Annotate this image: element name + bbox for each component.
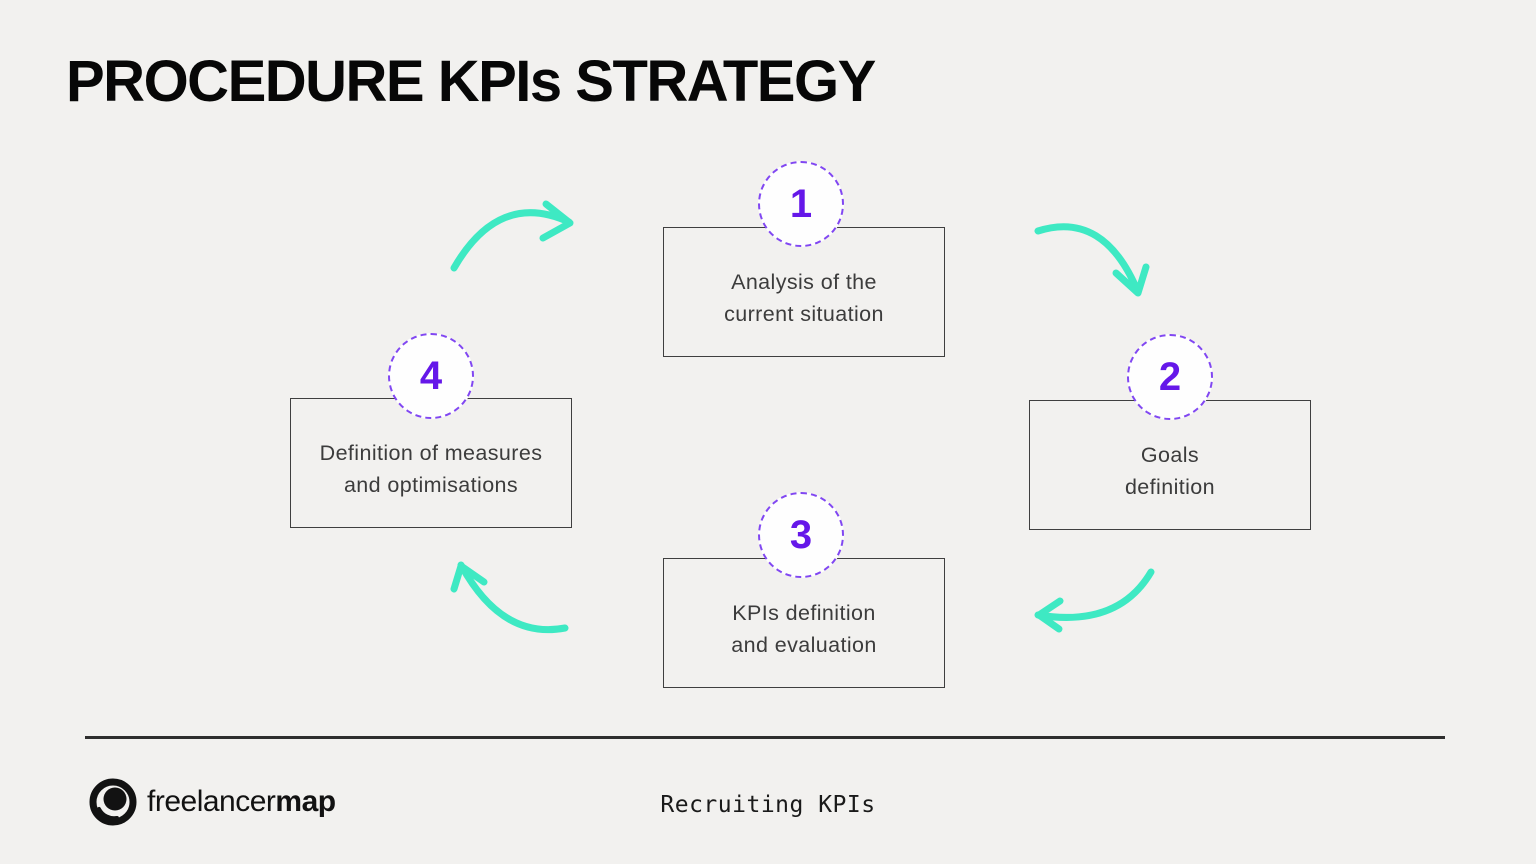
step-3-number-badge: 3 [758, 492, 844, 578]
step-1-number-badge: 1 [758, 161, 844, 247]
step-4-number: 4 [419, 353, 443, 398]
step-4-label: Definition of measures and optimisations [319, 441, 543, 497]
step-2-number-badge: 2 [1127, 334, 1213, 420]
freelancermap-logo-icon [89, 778, 137, 826]
curved-arrow-step1-to-step2-icon [1034, 223, 1150, 297]
step-1-number: 1 [789, 181, 813, 226]
footer-divider [85, 736, 1445, 739]
step-2-label: Goals definition [1124, 443, 1216, 499]
step-4-number-badge: 4 [388, 333, 474, 419]
step-2-number: 2 [1158, 354, 1182, 399]
curved-arrow-step3-to-step4-icon [450, 561, 569, 634]
curved-arrow-step4-to-step1-icon [450, 200, 574, 272]
freelancermap-logo-text: freelancermap [147, 785, 336, 819]
logo-text-bold: map [275, 785, 336, 818]
logo-text-regular: freelancer [147, 785, 276, 818]
curved-arrow-step2-to-step3-icon [1034, 568, 1155, 633]
step-1-label: Analysis of the current situation [724, 270, 884, 326]
step-3-number: 3 [789, 512, 813, 557]
step-1-box: Analysis of the current situation [663, 227, 945, 357]
footer-caption: Recruiting KPIs [660, 792, 876, 818]
step-3-label: KPIs definition and evaluation [731, 601, 877, 657]
step-3-box: KPIs definition and evaluation [663, 558, 945, 688]
freelancermap-logo: freelancermap [88, 777, 336, 827]
page-title: PROCEDURE KPIs STRATEGY [66, 49, 876, 114]
